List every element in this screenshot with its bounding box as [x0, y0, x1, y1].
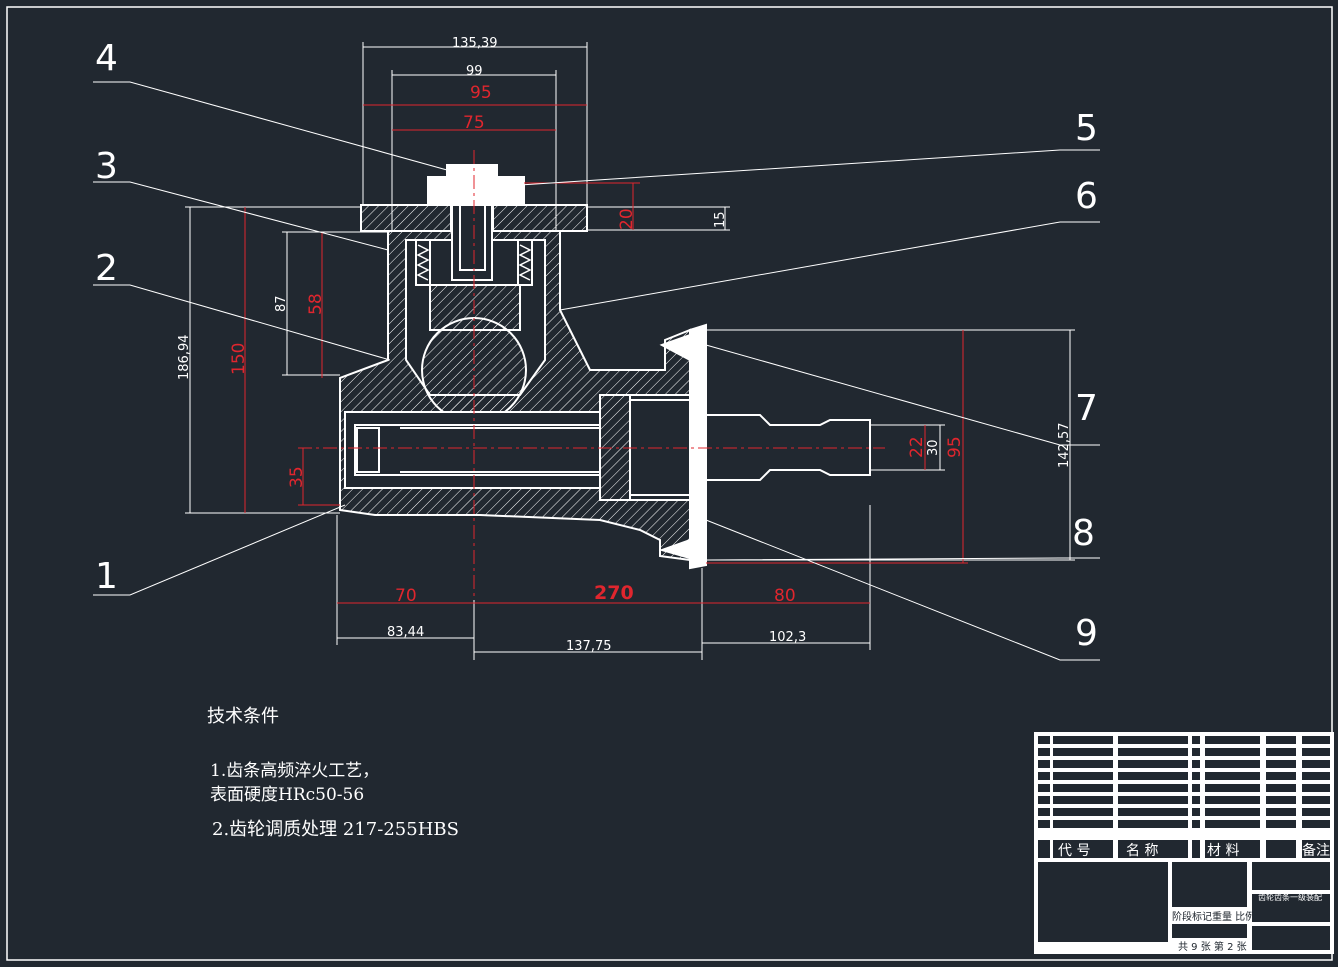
part-label-1: 1: [95, 556, 118, 597]
part-label-2: 2: [95, 248, 118, 289]
center-lines: [298, 150, 885, 600]
header-code: 代 号: [1058, 843, 1090, 859]
white-dimension-texts: 135,39 99 15 87 186,94 30 142,57 83,44 1…: [177, 36, 1072, 654]
dim-75: 75: [463, 113, 485, 133]
mass-scale: 重量 比例: [1212, 910, 1255, 923]
drawing-title: 齿轮齿条一级装配: [1258, 892, 1322, 902]
part-label-4: 4: [95, 38, 118, 79]
dim-150: 150: [229, 343, 249, 375]
leader-lines: [93, 81, 1100, 661]
stage-mark: 阶段标记: [1172, 910, 1212, 923]
dim-142-57: 142,57: [1057, 423, 1072, 469]
dim-83-44: 83,44: [387, 625, 424, 640]
red-dimensions: [244, 104, 968, 604]
part-labels: 4 3 2 1 5 6 7 8 9: [95, 38, 1098, 654]
header-remark: 备注: [1302, 842, 1330, 859]
dim-87: 87: [274, 295, 289, 312]
part-label-7: 7: [1075, 388, 1098, 429]
tech-note-1-line-2: 表面硬度HRc50-56: [210, 785, 365, 805]
dim-186-94: 186,94: [177, 335, 192, 381]
dim-80: 80: [774, 586, 796, 606]
dim-20: 20: [617, 208, 637, 230]
assembly-section-view: [339, 164, 871, 570]
dim-95-right: 95: [945, 436, 965, 458]
part-label-9: 9: [1075, 613, 1098, 654]
tech-notes-title: 技术条件: [207, 706, 279, 727]
dim-58: 58: [306, 293, 326, 315]
dim-35: 35: [287, 466, 307, 488]
part-label-5: 5: [1075, 108, 1098, 149]
tech-note-2: 2.齿轮调质处理 217-255HBS: [212, 819, 459, 840]
title-block-header-cells: [1038, 840, 1330, 950]
dim-30: 30: [926, 439, 941, 456]
header-material: 材 料: [1207, 843, 1239, 859]
part-label-3: 3: [95, 146, 118, 187]
sheet-info: 共 9 张 第 2 张: [1178, 940, 1247, 953]
part-label-8: 8: [1072, 513, 1095, 554]
dim-99: 99: [466, 64, 483, 79]
dim-137-75: 137,75: [566, 639, 612, 654]
dim-70: 70: [395, 586, 417, 606]
dim-270: 270: [594, 582, 634, 604]
header-name: 名 称: [1126, 843, 1158, 859]
dim-22: 22: [907, 436, 927, 458]
title-block: 代 号 名 称 材 料 备注 齿轮齿条一级装配 阶段标记 重量 比例 共 9 张…: [1034, 732, 1334, 954]
part-label-6: 6: [1075, 176, 1098, 217]
drawing-frame: [6, 6, 1333, 961]
parts-list-rows: [1038, 736, 1330, 828]
red-dimension-texts: 95 75 20 58 150 35 22 95 70 270 80: [229, 83, 965, 606]
dim-15: 15: [713, 211, 728, 228]
dim-95-top: 95: [470, 83, 492, 103]
dim-135-39: 135,39: [452, 36, 498, 51]
tech-note-1-line-1: 1.齿条高频淬火工艺，: [210, 761, 380, 781]
dim-102-3: 102,3: [769, 630, 806, 645]
